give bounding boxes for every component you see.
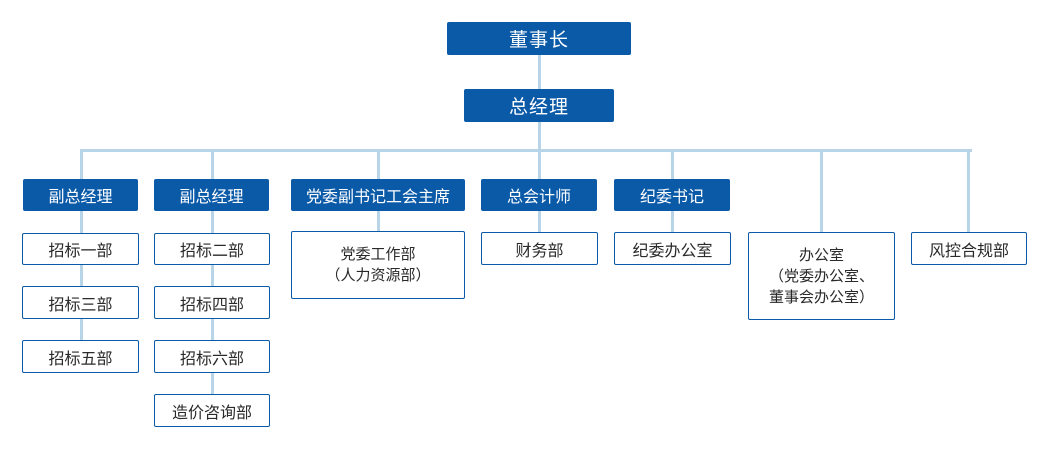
department-label: 财务部: [515, 240, 564, 260]
department-label: 纪委办公室: [632, 240, 713, 260]
connector-div3-vertical: [377, 211, 380, 233]
connector-horizontal-bus: [80, 149, 972, 152]
general-manager-label: 总经理: [508, 96, 569, 118]
department-box: 办公室 （党委办公室、 董事会办公室）: [748, 232, 895, 320]
department-label: 办公室: [798, 245, 844, 264]
connector-drop-div3: [377, 149, 380, 179]
chairman-label: 董事长: [508, 29, 569, 51]
division-head-party-deputy-secretary: 党委副书记工会主席: [291, 179, 465, 211]
department-label: 招标一部: [48, 241, 113, 260]
connector-div5-vertical: [671, 211, 674, 233]
division-head-deputy-gm-2: 副总经理: [154, 179, 269, 211]
department-label: 招标四部: [179, 294, 244, 314]
department-box: 招标六部: [154, 340, 270, 373]
department-label-sub: （人力资源部）: [325, 266, 431, 284]
division-head-label: 副总经理: [48, 187, 113, 206]
department-box: 纪委办公室: [614, 232, 731, 265]
connector-div1-vertical: [80, 211, 83, 341]
department-label: 党委工作部: [340, 245, 416, 263]
connector-drop-risk: [967, 149, 970, 233]
connector-drop-div1: [80, 149, 83, 179]
division-head-label: 总会计师: [506, 187, 571, 206]
department-box: 造价咨询部: [154, 394, 270, 427]
department-box: 招标二部: [154, 233, 270, 265]
department-box: 风控合规部: [911, 232, 1027, 265]
chairman-box: 董事长: [447, 22, 631, 55]
department-label: 招标六部: [179, 348, 244, 368]
department-label-sub: 董事会办公室）: [768, 287, 874, 306]
division-head-label: 纪委书记: [639, 187, 704, 206]
division-head-deputy-gm-1: 副总经理: [23, 179, 138, 211]
department-label-sub: （党委办公室、: [768, 266, 874, 285]
general-manager-box: 总经理: [464, 89, 614, 122]
department-box: 招标四部: [154, 286, 270, 319]
connector-drop-div4: [538, 149, 541, 179]
division-head-label: 副总经理: [179, 187, 244, 206]
department-box: 财务部: [481, 232, 598, 265]
connector-chairman-gm: [538, 55, 541, 89]
division-head-chief-accountant: 总会计师: [481, 179, 597, 211]
department-label: 造价咨询部: [171, 402, 252, 422]
connector-gm-bus: [538, 122, 541, 150]
department-box: 招标五部: [22, 340, 139, 373]
department-label: 招标二部: [179, 241, 244, 260]
department-label: 风控合规部: [928, 240, 1009, 260]
connector-div4-vertical: [538, 211, 541, 233]
connector-drop-office: [820, 149, 823, 233]
department-box: 招标一部: [22, 233, 139, 265]
department-box: 招标三部: [22, 286, 139, 319]
department-label: 招标三部: [48, 294, 113, 314]
department-box: 党委工作部 （人力资源部）: [291, 231, 465, 299]
division-head-discipline-secretary: 纪委书记: [614, 179, 730, 211]
connector-drop-div2: [211, 149, 214, 179]
department-label: 招标五部: [48, 348, 113, 368]
division-head-label: 党委副书记工会主席: [305, 187, 450, 206]
connector-drop-div5: [671, 149, 674, 179]
